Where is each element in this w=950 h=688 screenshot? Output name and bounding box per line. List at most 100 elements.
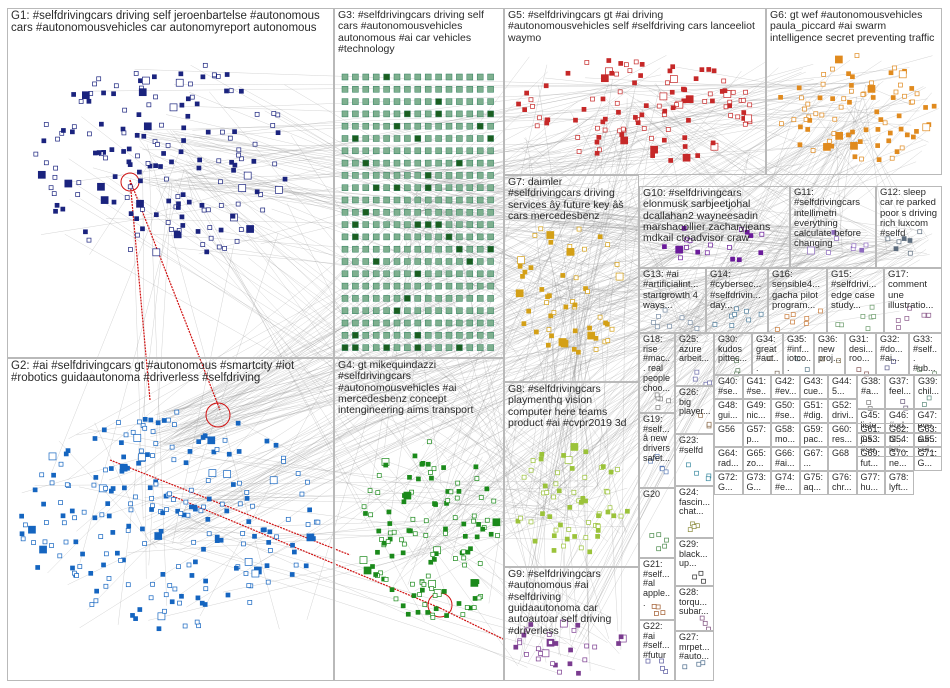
group-box-tile[interactable]: G78: lyft...	[885, 471, 914, 495]
group-box-g23[interactable]: G23: #selfd	[675, 434, 714, 486]
group-box-g39[interactable]: G39: chil...	[914, 375, 942, 409]
group-box-g24[interactable]: G24: fascin... chat...	[675, 486, 714, 538]
node	[609, 70, 615, 76]
group-box-tile[interactable]: G56	[714, 423, 743, 447]
group-box-tile[interactable]: G64: rad...	[714, 447, 743, 471]
group-box-g11[interactable]: G11: #selfdrivingcars intellimetri every…	[790, 186, 876, 268]
group-box-g19[interactable]: G19: #self... â new drivers safet...	[639, 413, 675, 488]
group-box-tile[interactable]: G73: G...	[742, 471, 771, 495]
edge	[81, 116, 153, 172]
group-box-tile[interactable]: G41: #se...	[742, 375, 771, 399]
group-box-tile[interactable]: G42: #ev...	[771, 375, 800, 399]
node	[921, 312, 927, 318]
node	[404, 233, 411, 241]
group-box-g3[interactable]: G3: #selfdrivingcars driving self cars #…	[334, 8, 504, 358]
group-box-g38[interactable]: G38: #a...	[857, 375, 885, 409]
group-box-g9[interactable]: G9: #selfdrivingcars #autonomous #ai #se…	[504, 567, 639, 681]
group-box-tile[interactable]: G58: mo...	[771, 423, 800, 447]
group-box-g16[interactable]: G16: sensible4... gacha pilot program...	[768, 268, 827, 333]
node	[666, 398, 671, 404]
group-box-g6[interactable]: G6: gt wef #autonomousvehicles paula_pic…	[766, 8, 942, 175]
group-box-tile[interactable]: G67: ...	[799, 447, 828, 471]
group-box-g18[interactable]: G18: rise #mac... real people choo...	[639, 333, 675, 413]
group-box-g22[interactable]: G22: #ai #self... #futur	[639, 620, 675, 681]
group-box-tile[interactable]: G71: G...	[913, 447, 942, 471]
group-box-g34[interactable]: G34: great #aut...	[752, 333, 783, 375]
node	[583, 535, 589, 541]
node	[214, 534, 220, 540]
group-box-g20[interactable]: G20	[639, 488, 675, 558]
group-box-g7[interactable]: G7: daimler #selfdrivingcars driving ser…	[504, 175, 639, 382]
group-box-g1[interactable]: G1: #selfdrivingcars driving self jeroen…	[7, 8, 334, 358]
group-box-g30[interactable]: G30: kudos pittec...	[714, 333, 752, 375]
node	[293, 562, 299, 568]
group-box-g35[interactable]: G35: #inf... iotco...	[783, 333, 814, 375]
group-box-tile[interactable]: G75: aq...	[799, 471, 828, 495]
group-box-g12[interactable]: G12: sleep car re parked poor s driving …	[876, 186, 942, 268]
node	[578, 545, 584, 551]
group-box-g26[interactable]: G26: big player...	[675, 386, 714, 434]
node	[462, 533, 468, 539]
group-box-tile[interactable]: G52: drivi...	[828, 399, 857, 423]
group-box-g13[interactable]: G13: #ai #artificialint... startgrowth 4…	[639, 268, 706, 333]
group-box-g29[interactable]: G29: black... up...	[675, 538, 714, 586]
group-box-tile[interactable]: G68	[828, 447, 857, 471]
group-box-g10[interactable]: G10: #selfdrivingcars elonmusk sarbjeetj…	[639, 186, 790, 268]
group-box-g27[interactable]: G27: mrpet... #auto...	[675, 631, 714, 681]
group-box-tile[interactable]: G69: fut...	[856, 447, 885, 471]
group-box-g25[interactable]: G25: azure arbeit...	[675, 333, 714, 386]
group-label-g6: G6: gt wef #autonomousvehicles paula_pic…	[770, 9, 935, 44]
node	[143, 122, 152, 131]
group-box-tile[interactable]: G40: #se...	[714, 375, 743, 399]
group-box-g37[interactable]: G37: feel...	[885, 375, 914, 409]
group-box-tile[interactable]: G48: gui...	[714, 399, 743, 423]
node	[476, 307, 484, 314]
group-box-tile[interactable]: G70: ne...	[885, 447, 914, 471]
group-box-tile[interactable]: G66: #ai...	[771, 447, 800, 471]
edge	[686, 229, 707, 315]
node	[573, 117, 578, 123]
group-box-g21[interactable]: G21: #self... #al apple...	[639, 558, 675, 620]
group-box-g17[interactable]: G17: comment une illustratio...	[884, 268, 942, 333]
edge	[585, 77, 838, 92]
group-box-tile[interactable]: G57: p...	[742, 423, 771, 447]
group-box-tile[interactable]: G63: sur...	[913, 423, 942, 447]
group-box-g36[interactable]: G36: new proj...	[814, 333, 845, 375]
node	[926, 312, 932, 318]
group-box-tile[interactable]: G76: chr...	[828, 471, 857, 495]
group-box-g32[interactable]: G32: #do... #ai...	[876, 333, 909, 375]
group-box-tile[interactable]: G43: cue...	[799, 375, 828, 399]
group-box-tile[interactable]: G65: zo...	[742, 447, 771, 471]
node	[260, 527, 266, 533]
group-label-tile: G76: chr...	[832, 472, 852, 492]
group-box-tile[interactable]: G77: hu...	[856, 471, 885, 495]
group-box-g5[interactable]: G5: #selfdrivingcars gt #ai driving #aut…	[504, 8, 766, 175]
group-box-tile[interactable]: G50: #se...	[771, 399, 800, 423]
group-box-tile[interactable]: G60: res...	[828, 423, 857, 447]
group-box-tile[interactable]: G74: #e...	[771, 471, 800, 495]
group-box-tile[interactable]: G72: G...	[714, 471, 743, 495]
group-box-g14[interactable]: G14: #cybersec... #selfdrivin... day...	[706, 268, 768, 333]
group-box-g4[interactable]: G4: gt mikequindazzi #selfdrivingcars #a…	[334, 358, 504, 681]
group-box-tile[interactable]: G44: 5...	[828, 375, 857, 399]
group-box-tile[interactable]: G51: #dig...	[799, 399, 828, 423]
node	[487, 73, 494, 81]
group-box-tile[interactable]: G59: pac...	[799, 423, 828, 447]
group-box-g28[interactable]: G28: torqu... subar...	[675, 586, 714, 631]
node	[435, 245, 442, 253]
node	[393, 295, 401, 302]
group-box-g2[interactable]: G2: #ai #selfdrivingcars gt #autonomous …	[7, 358, 334, 681]
node	[193, 559, 198, 565]
edge	[171, 243, 912, 529]
node	[432, 557, 437, 562]
group-box-tile[interactable]: G62: bl...	[885, 423, 914, 447]
node	[260, 207, 266, 213]
group-box-g15[interactable]: G15: #selfdrivi... edge case study...	[827, 268, 884, 333]
group-box-g33[interactable]: G33: #self... #ub...	[909, 333, 942, 375]
group-box-tile[interactable]: G49: nic...	[742, 399, 771, 423]
group-box-g31[interactable]: G31: desi... roo...	[845, 333, 876, 375]
group-box-tile[interactable]: G61: jus...	[856, 423, 885, 447]
group-label-g14: G14: #cybersec... #selfdrivin... day...	[710, 269, 762, 311]
group-box-g8[interactable]: G8: #selfdrivingcars playmenthq vision c…	[504, 382, 639, 567]
